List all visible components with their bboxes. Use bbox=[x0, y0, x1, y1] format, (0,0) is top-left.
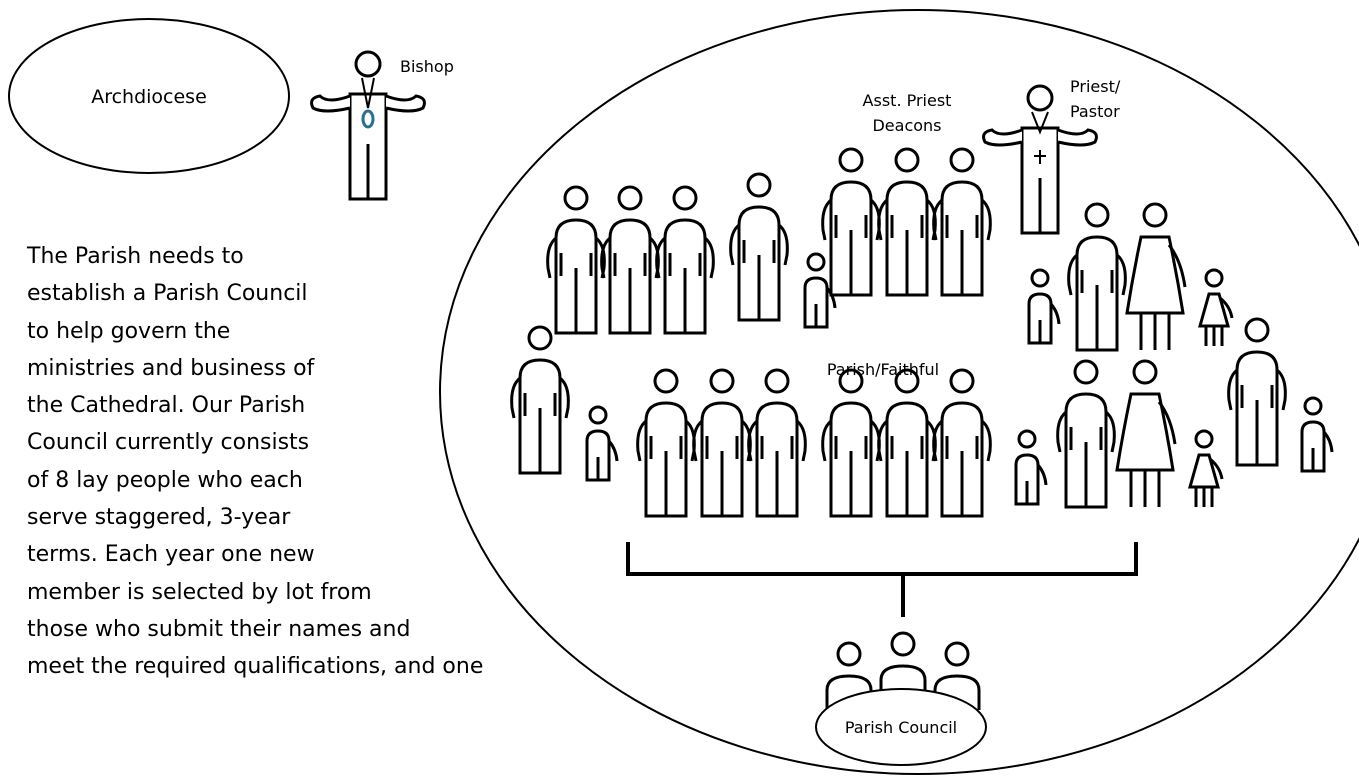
description-line: member is selected by lot from bbox=[27, 579, 372, 605]
asst-priest-label: Asst. Priest bbox=[863, 91, 952, 110]
description-line: meet the required qualifications, and on… bbox=[27, 654, 484, 680]
deacons-label: Deacons bbox=[872, 116, 941, 135]
pastor-label: Pastor bbox=[1070, 102, 1120, 121]
archdiocese-label: Archdiocese bbox=[91, 86, 207, 108]
parish-ellipse bbox=[439, 9, 1359, 775]
description-paragraph: The Parish needs to establish a Parish C… bbox=[27, 238, 747, 686]
priest-figure bbox=[982, 84, 1098, 235]
description-line: ministries and business of bbox=[27, 355, 315, 381]
description-line: those who submit their names and bbox=[27, 616, 411, 642]
description-line: serve staggered, 3-year bbox=[27, 505, 291, 531]
parish-council-ellipse bbox=[815, 688, 987, 766]
description-line: terms. Each year one new bbox=[27, 542, 315, 568]
priest-label: Priest/ bbox=[1070, 77, 1121, 96]
description-line: to help govern the bbox=[27, 318, 231, 344]
pectoral-cross-icon bbox=[361, 109, 375, 129]
deacon-figures bbox=[821, 147, 992, 297]
description-line: the Cathedral. Our Parish bbox=[27, 393, 306, 419]
cross-icon bbox=[1034, 150, 1046, 164]
description-line: The Parish needs to bbox=[27, 244, 244, 269]
description-line: Council currently consists bbox=[27, 430, 310, 456]
parish-council-label: Parish Council bbox=[845, 718, 957, 737]
description-line: establish a Parish Council bbox=[27, 281, 308, 307]
description-line: of 8 lay people who each bbox=[27, 467, 303, 493]
archdiocese-ellipse bbox=[8, 18, 290, 174]
council-bracket bbox=[626, 542, 1138, 617]
faithful-label: Parish/Faithful bbox=[827, 360, 939, 379]
bishop-figure bbox=[310, 50, 426, 201]
bishop-label: Bishop bbox=[400, 57, 454, 76]
